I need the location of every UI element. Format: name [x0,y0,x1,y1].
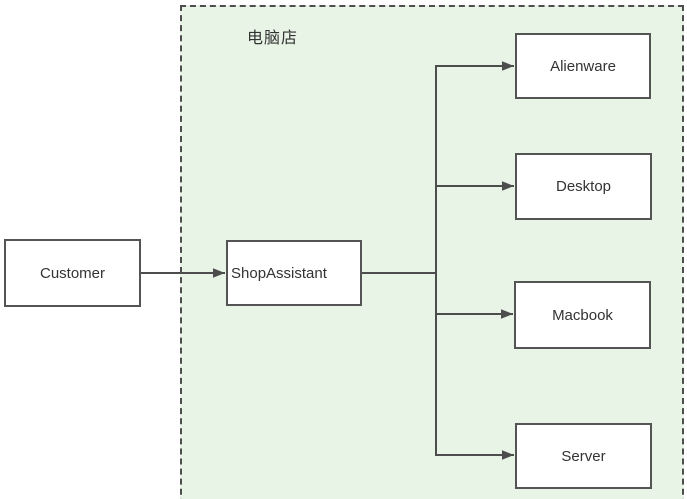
node-shopassistant: ShopAssistant [226,240,362,306]
node-alienware-label: Alienware [550,57,616,75]
node-macbook: Macbook [514,281,651,349]
node-alienware: Alienware [515,33,651,99]
node-customer-label: Customer [39,264,106,282]
node-shopassistant-label: ShopAssistant [231,264,327,282]
group-label: 电脑店 [247,30,299,47]
node-customer: Customer [4,239,141,307]
node-desktop-label: Desktop [555,178,612,195]
node-server: Server [515,423,652,489]
node-server-label: Server [561,447,606,465]
node-desktop: Desktop [515,153,652,220]
node-macbook-label: Macbook [552,306,613,324]
